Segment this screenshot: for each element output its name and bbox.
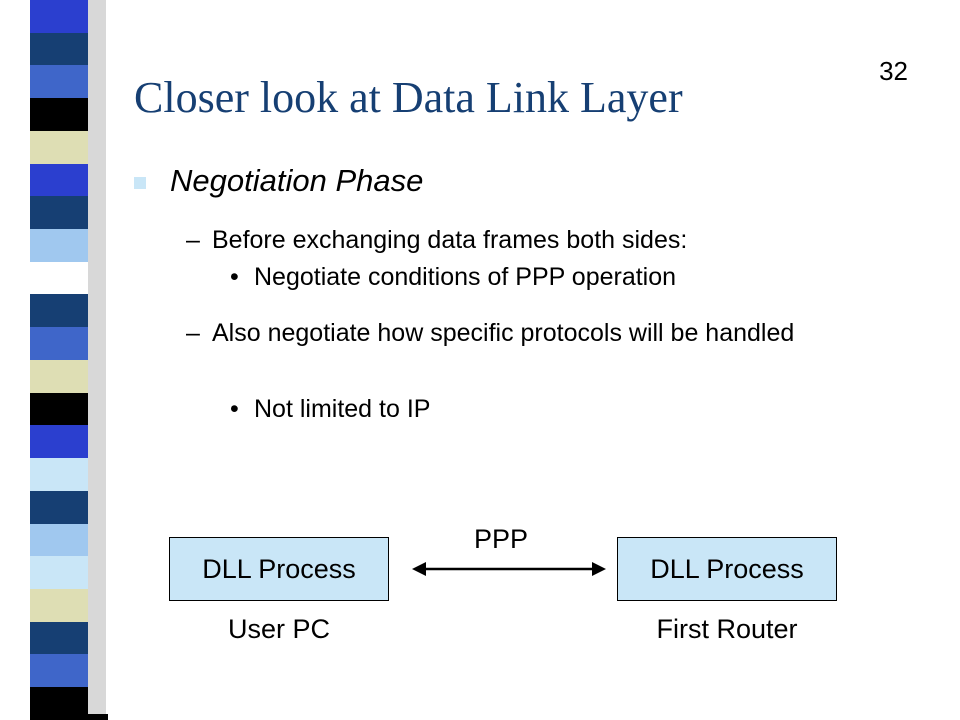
dot-bullet-icon: • [230, 395, 239, 423]
ppp-link-label: PPP [474, 524, 529, 554]
dash-bullet-icon: – [186, 319, 200, 347]
strip-block [30, 327, 88, 360]
bullet-negotiation-phase: Negotiation Phase [134, 163, 423, 199]
caption-first-router: First Router [656, 614, 798, 644]
strip-block [30, 261, 88, 295]
strip-block [30, 392, 88, 426]
slide-title: Closer look at Data Link Layer [134, 73, 683, 122]
strip-block [30, 294, 88, 328]
sub-point-before-exchanging: – Before exchanging data frames both sid… [186, 225, 862, 255]
dll-process-box-left: DLL Process [169, 537, 389, 601]
dash-bullet-icon: – [186, 226, 200, 254]
decorative-side-strip [30, 0, 88, 720]
strip-block [30, 458, 88, 491]
strip-block [30, 556, 88, 589]
bullet-text: Negotiation Phase [170, 163, 424, 198]
side-strip-shadow-corner [88, 714, 108, 720]
slide-number: 32 [879, 56, 908, 86]
square-bullet-icon [134, 177, 146, 189]
strip-block [30, 588, 88, 622]
strip-block [30, 490, 88, 524]
side-strip-shadow [88, 0, 106, 720]
sub-point-text: Before exchanging data frames both sides… [212, 226, 688, 254]
strip-block [30, 621, 88, 655]
dll-process-box-right: DLL Process [617, 537, 837, 601]
strip-block [30, 654, 88, 688]
double-arrow-icon [412, 562, 606, 576]
strip-block [30, 0, 88, 33]
sub-point-also-negotiate: – Also negotiate how specific protocols … [186, 318, 862, 348]
strip-block [30, 65, 88, 99]
strip-block [30, 130, 88, 164]
caption-user-pc: User PC [227, 614, 330, 644]
dot-bullet-icon: • [230, 263, 239, 291]
strip-block [30, 98, 88, 131]
strip-block [30, 359, 88, 393]
sub-sub-point-negotiate: • Negotiate conditions of PPP operation [230, 262, 676, 292]
strip-block [30, 32, 88, 66]
strip-block [30, 196, 88, 230]
strip-block [30, 523, 88, 557]
strip-block [30, 687, 88, 720]
strip-block [30, 425, 88, 459]
strip-block [30, 229, 88, 262]
strip-block [30, 163, 88, 197]
sub-sub-point-text: Negotiate conditions of PPP operation [254, 263, 677, 291]
sub-sub-point-not-limited: • Not limited to IP [230, 394, 430, 424]
sub-point-text: Also negotiate how specific protocols wi… [212, 319, 795, 347]
sub-sub-point-text: Not limited to IP [254, 395, 431, 423]
